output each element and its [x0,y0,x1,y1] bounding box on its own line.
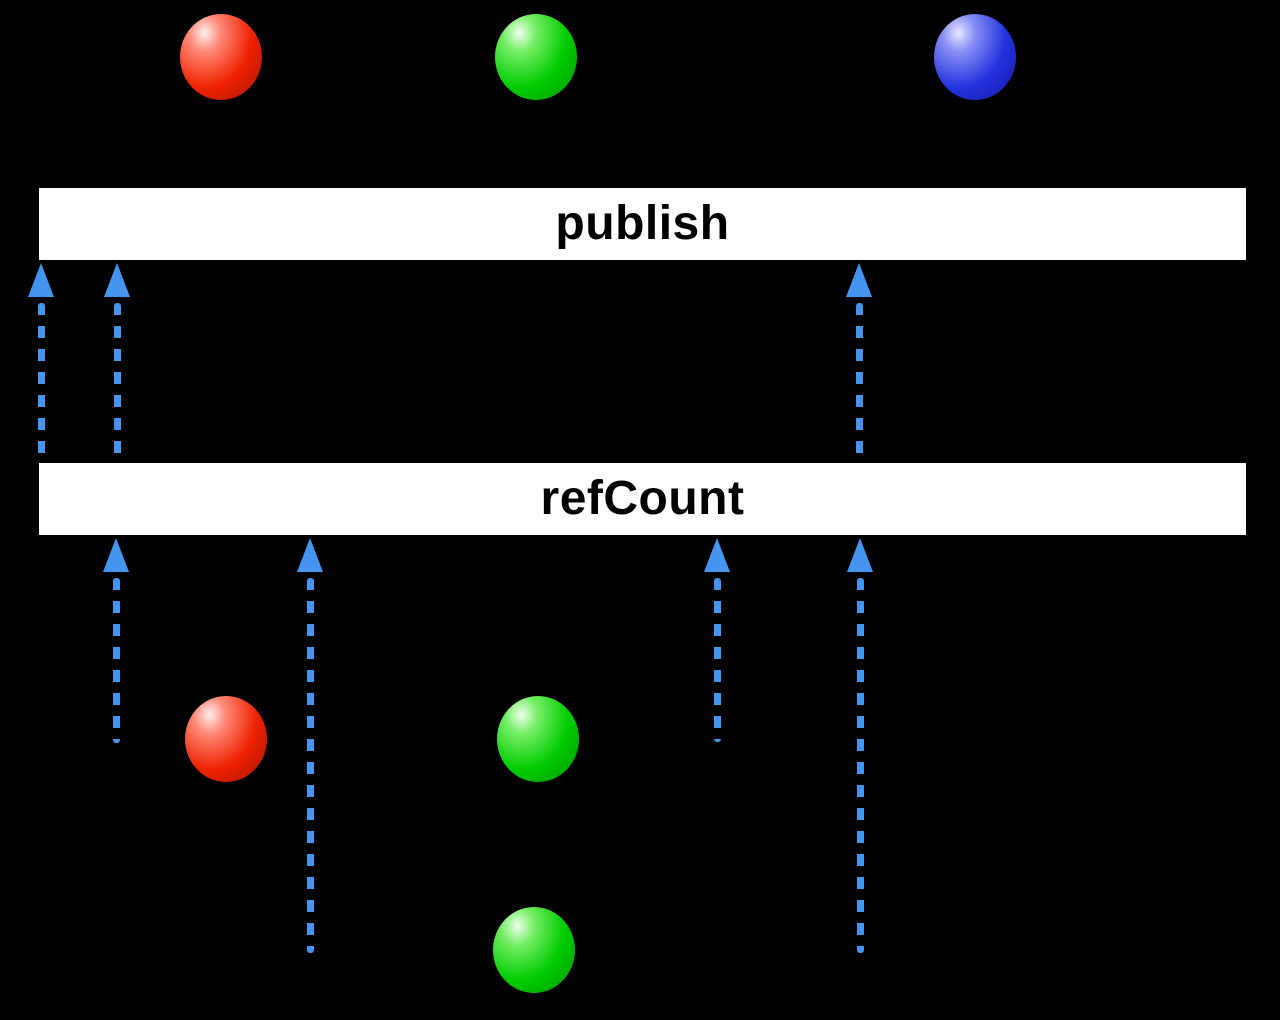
publish-subscription-arrow-3-head-icon [846,263,872,297]
refcount-operator-label: refCount [540,472,745,525]
refcount-subscription-arrow-4-line [856,578,864,953]
refcount-subscription-arrow-1-line [112,578,120,743]
publish-subscription-arrow-2-head-icon [104,263,130,297]
source-marble-green [495,14,577,100]
refcount-operator-box: refCount [39,463,1246,535]
refcount-subscription-arrow-2-line [306,578,314,953]
refcount-subscription-arrow-4-head-icon [847,538,873,572]
refcount-subscription-arrow-1-head-icon [103,538,129,572]
source-marble-blue [934,14,1016,100]
publish-subscription-arrow-1-line [37,303,45,463]
source-marble-red [180,14,262,100]
publish-subscription-arrow-1-head-icon [28,263,54,297]
refcount-subscription-arrow-2-head-icon [297,538,323,572]
subscriber-marble-green-2 [493,907,575,993]
publish-subscription-arrow-3-line [855,303,863,463]
publish-operator-box: publish [39,188,1246,260]
refcount-subscription-arrow-3-line [713,578,721,742]
subscriber-marble-green-1 [497,696,579,782]
publish-subscription-arrow-2-line [113,303,121,463]
subscriber-marble-red [185,696,267,782]
refcount-subscription-arrow-3-head-icon [704,538,730,572]
publish-operator-label: publish [555,197,730,250]
